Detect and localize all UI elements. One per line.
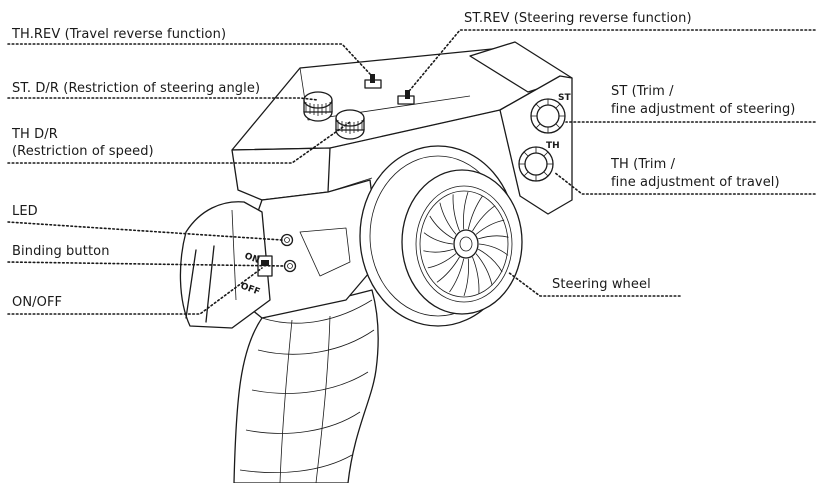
th-trim-leader: [553, 171, 816, 195]
wheel-spokes: [423, 191, 509, 297]
label-th-rev: TH.REV (Travel reverse function): [12, 27, 227, 42]
st-dr-dial: [303, 91, 333, 122]
wheel-spoke: [475, 219, 505, 235]
st-rev-leader: [409, 29, 816, 91]
steering-wheel-leader: [507, 271, 681, 297]
onoff-leader: [7, 267, 263, 315]
leader-lines: [7, 29, 816, 315]
th-rev-switch: [364, 74, 382, 89]
wheel-spoke: [472, 256, 480, 294]
label-st-dr: ST. D/R (Restriction of steering angle): [12, 81, 261, 96]
on-marking: ON: [243, 251, 261, 266]
st-marking: ST: [558, 93, 571, 103]
wheel-spoke: [463, 191, 469, 230]
wheel-spoke: [449, 258, 465, 293]
th-marking: TH: [546, 141, 560, 151]
wheel-spoke: [478, 235, 509, 240]
wheel-spoke: [423, 232, 454, 245]
led-leader: [7, 221, 283, 241]
label-binding: Binding button: [12, 244, 110, 259]
label-th-trim-line2: fine adjustment of travel): [611, 175, 780, 190]
wheel-spoke: [423, 248, 454, 253]
binding-button: [283, 259, 297, 273]
label-st-trim-line1: ST (Trim /: [611, 84, 674, 99]
wheel-spoke: [429, 215, 454, 240]
th-rev-leader: [7, 43, 371, 75]
wheel-spoke: [427, 253, 457, 269]
st-trim-knob: ST: [530, 93, 571, 134]
label-th-dr-line1: TH D/R: [12, 127, 58, 142]
wheel-spoke: [478, 248, 503, 273]
grip: [233, 289, 379, 484]
wheel-spoke: [467, 195, 483, 230]
th-dr-dial: [335, 109, 365, 140]
label-st-rev: ST.REV (Steering reverse function): [464, 11, 692, 26]
th-dr-leader: [7, 121, 351, 164]
label-th-trim-line1: TH (Trim /: [611, 157, 676, 172]
st-rev-switch: [397, 90, 415, 105]
label-steering-wheel: Steering wheel: [552, 277, 651, 292]
binding-leader: [7, 261, 285, 267]
th-trim-knob: TH: [518, 141, 560, 182]
wheel-spoke: [463, 258, 469, 297]
wheel-spoke: [452, 194, 460, 232]
wheel-spoke: [475, 253, 493, 286]
wheel-spoke: [478, 243, 509, 256]
led-indicator: [280, 233, 294, 247]
st-dr-leader: [7, 97, 319, 101]
label-th-dr-line2: (Restriction of speed): [12, 144, 154, 159]
steering-wheel: [359, 145, 523, 327]
wheel-spoke: [439, 202, 457, 235]
label-st-trim-line2: fine adjustment of steering): [611, 102, 796, 117]
label-led: LED: [12, 204, 38, 219]
wheel-spoke: [436, 256, 460, 283]
label-onoff: ON/OFF: [12, 295, 63, 310]
wheel-spoke: [472, 205, 496, 232]
housing: [179, 41, 573, 329]
